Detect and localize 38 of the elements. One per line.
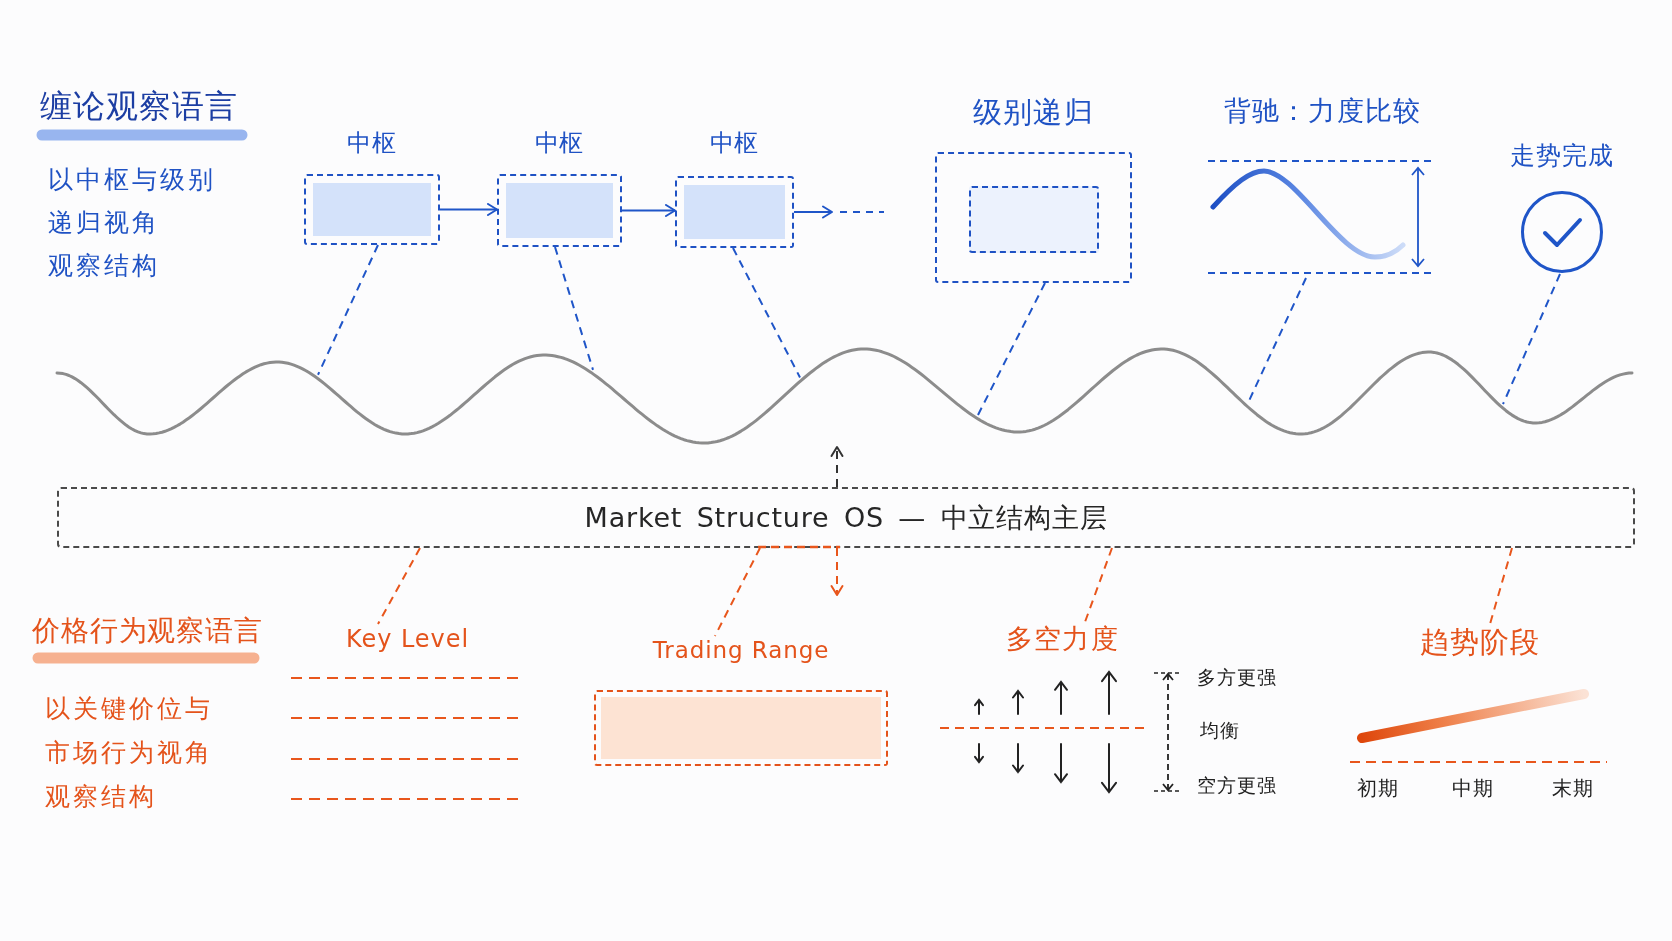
leader-line xyxy=(377,547,421,625)
node-title: 中枢 xyxy=(709,128,760,158)
layer-title: Market Structure OS — 中立结构主层 xyxy=(584,500,1108,535)
leader-line xyxy=(317,244,379,376)
stage-label: 末期 xyxy=(1552,776,1594,800)
node-title: Trading Range xyxy=(652,636,830,665)
leader-line xyxy=(732,247,801,379)
dashed-arrow xyxy=(830,446,844,488)
node-title: Key Level xyxy=(345,624,470,654)
leader-line xyxy=(554,246,594,371)
arrow xyxy=(621,204,676,217)
node-title: 中枢 xyxy=(534,128,585,158)
section-heading: 价格行为观察语言 xyxy=(32,613,263,648)
scale-label: 多方更强 xyxy=(1197,665,1277,689)
arrow xyxy=(439,203,498,216)
node-title: 趋势阶段 xyxy=(1419,624,1541,661)
node-title: 级别递归 xyxy=(973,94,1094,131)
stage-label: 中期 xyxy=(1452,776,1494,800)
leader-line xyxy=(1084,547,1113,623)
scale-label: 均衡 xyxy=(1200,718,1240,742)
wave-line xyxy=(55,345,1635,447)
stage-label: 初期 xyxy=(1357,776,1399,800)
leader-line xyxy=(714,547,761,637)
section-description: 以关键价位与市场行为视角观察结构 xyxy=(45,693,213,813)
section-heading: 缠论观察语言 xyxy=(40,86,238,126)
layer-band xyxy=(57,487,1635,548)
arrow xyxy=(793,205,833,219)
scale-label: 空方更强 xyxy=(1197,773,1277,797)
node-title: 走势完成 xyxy=(1510,140,1614,172)
leader-line xyxy=(977,282,1046,416)
section-description: 以中枢与级别递归视角观察结构 xyxy=(48,164,216,282)
nested-dashed-box xyxy=(969,186,1099,253)
leader-line xyxy=(1489,547,1513,625)
node-title: 中枢 xyxy=(347,128,397,158)
dashed-arrow xyxy=(830,547,844,596)
node-title: 多空力度 xyxy=(1006,622,1119,656)
node-title: 背驰：力度比较 xyxy=(1224,94,1421,128)
leader-line xyxy=(1502,273,1561,406)
